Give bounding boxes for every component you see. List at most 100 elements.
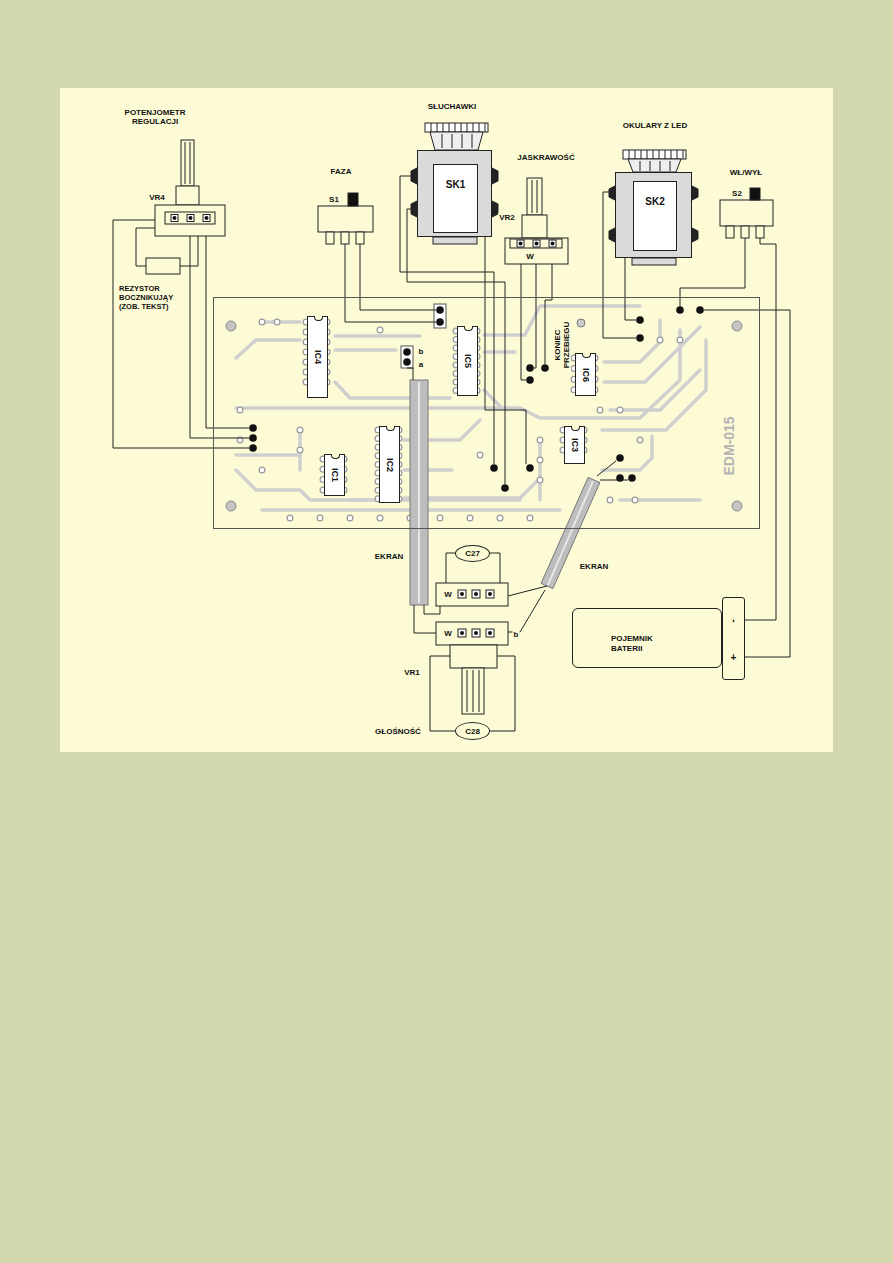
- switch-symbol: [318, 206, 373, 232]
- solder-point: [403, 348, 411, 356]
- pcb-trace: [602, 340, 706, 430]
- potentiometer-symbol: [458, 590, 466, 598]
- wire: [485, 297, 526, 464]
- solder-point: [696, 306, 704, 314]
- jack-symbol: [430, 132, 483, 150]
- solder-point: [526, 364, 534, 372]
- wire: [113, 220, 249, 448]
- jack-body: SK2: [615, 172, 692, 258]
- potentiometer-symbol: [436, 583, 508, 606]
- potentiometer-symbol: [532, 180, 537, 213]
- ic-label: IC3: [570, 438, 580, 452]
- battery-label: POJEMNIK BATERII: [611, 634, 667, 654]
- component-label: S1: [328, 195, 340, 204]
- ic-chip: IC5: [457, 326, 478, 396]
- solder-point: [616, 474, 624, 482]
- ic-label: IC1: [330, 468, 340, 482]
- jack-symbol: [433, 237, 477, 244]
- pin-dot: [488, 631, 492, 635]
- wire: [600, 480, 628, 481]
- pcb-trace: [335, 348, 396, 352]
- pcb-board: EDM-015IC4IC5IC6IC1IC2IC3: [213, 297, 760, 529]
- wire: [407, 368, 413, 380]
- component-label: GŁOŚNOŚĆ: [374, 727, 422, 736]
- component-label: OKULARY Z LED: [622, 121, 688, 130]
- potentiometer-symbol: [527, 178, 542, 215]
- potentiometer-symbol: [171, 215, 178, 222]
- component-label: VR4: [148, 193, 166, 202]
- jumper-pad: [434, 304, 446, 328]
- potentiometer-symbol: [486, 629, 494, 637]
- pcb-trace: [538, 440, 542, 500]
- jack-symbol: [431, 123, 485, 132]
- potentiometer-symbol: [176, 186, 199, 205]
- ic-chip: IC4: [307, 316, 328, 398]
- jack-symbol: [609, 150, 698, 265]
- potentiometer-symbol: [187, 215, 194, 222]
- component-label: W: [443, 629, 453, 638]
- pcb-trace: [350, 498, 372, 502]
- shielded-cable: [418, 382, 420, 603]
- component-label: REZYSTOR BOCZNIKUJĄY (ZOB. TEKST): [118, 284, 186, 311]
- potentiometer-symbol: [549, 240, 556, 247]
- capacitor: C28: [455, 722, 490, 740]
- component-label: W: [443, 590, 453, 599]
- potentiometer-symbol: [458, 629, 466, 637]
- ic-label: IC5: [463, 354, 473, 368]
- jack-symbol: [629, 150, 683, 159]
- wire: [136, 228, 155, 266]
- potentiometer-symbol: [505, 238, 568, 264]
- potentiometer-symbol: [165, 212, 215, 224]
- solder-point: [436, 318, 444, 326]
- test-point: [577, 319, 585, 327]
- solder-point: [636, 316, 644, 324]
- switch-symbol: [326, 232, 334, 244]
- pin-dot: [460, 631, 464, 635]
- pin-dot: [460, 592, 464, 596]
- wire: [508, 590, 545, 632]
- switch-symbol: [348, 193, 358, 206]
- jumper-pad: [401, 346, 413, 368]
- mounting-hole: [226, 501, 236, 511]
- wire: [446, 553, 456, 583]
- board-watermark: EDM-015: [721, 416, 737, 475]
- solder-point: [249, 306, 704, 492]
- wire: [521, 264, 526, 380]
- solder-point: [403, 358, 411, 366]
- switch-symbol: [318, 193, 373, 244]
- pcb-trace: [604, 327, 700, 382]
- solder-point: [501, 484, 509, 492]
- mounting-hole: [226, 321, 236, 331]
- capacitor-label: C27: [465, 549, 480, 558]
- solder-point: [628, 474, 636, 482]
- pin-dot: [460, 242, 555, 636]
- wire: [414, 605, 436, 633]
- ic-label: IC6: [581, 367, 591, 381]
- wire: [625, 297, 636, 320]
- wire: [490, 656, 515, 731]
- solder-point: [249, 424, 257, 432]
- jack-symbol: [628, 159, 681, 172]
- mounting-hole: [732, 321, 742, 331]
- potentiometer-symbol: [155, 140, 225, 236]
- component-label: EKRAN: [374, 552, 404, 561]
- shielded-cable: [541, 477, 600, 588]
- pin-dot: [173, 216, 177, 220]
- potentiometer-symbol: [517, 240, 524, 247]
- capacitor: C27: [455, 545, 490, 562]
- pcb-trace: [335, 334, 420, 338]
- wire: [345, 244, 436, 322]
- wire: [597, 461, 616, 476]
- component-label: S2: [731, 189, 743, 198]
- ic-chip: IC1: [324, 454, 345, 496]
- switch-symbol: [341, 232, 349, 244]
- component-label: b: [513, 630, 520, 639]
- wire: [745, 310, 790, 657]
- pcb-trace: [602, 436, 652, 470]
- potentiometer-symbol: [155, 205, 225, 236]
- component-label: POTENJOMETR REGULACJI: [119, 108, 191, 126]
- wire: [545, 264, 552, 364]
- potentiometer-symbol: [450, 645, 497, 668]
- wire: [424, 605, 440, 614]
